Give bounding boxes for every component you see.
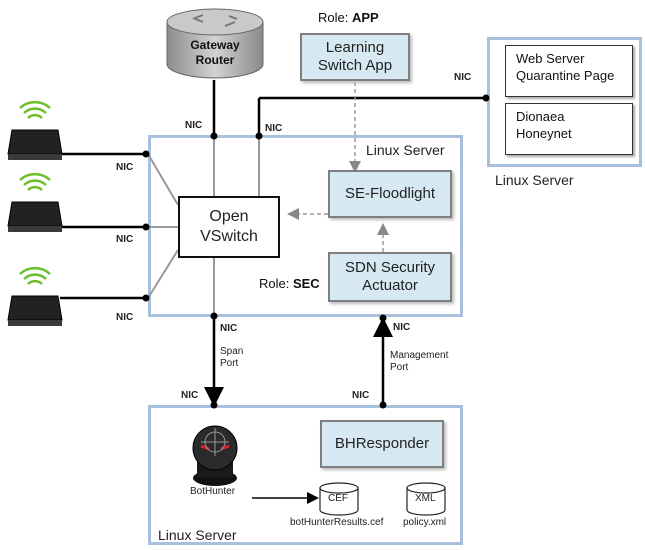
management-port-label: Management Port (390, 350, 449, 373)
nic-label: NIC (220, 323, 238, 334)
nic-label: NIC (116, 312, 134, 323)
cef-filename: botHunterResults.cef (290, 517, 384, 528)
cef-file-icon (319, 482, 359, 516)
nic-label: NIC (116, 234, 134, 245)
se-floodlight: SE-Floodlight (328, 170, 452, 218)
span-port-label: Span Port (220, 346, 244, 369)
app-role-label: Role: APP (318, 10, 379, 25)
nic-label: NIC (265, 123, 283, 134)
wireless-ap-icon (7, 172, 63, 232)
bothunter-label: BotHunter (190, 486, 236, 497)
nic-label: NIC (116, 162, 134, 173)
cef-label: CEF (328, 493, 348, 504)
bhresponder: BHResponder (320, 420, 444, 468)
right-server-title: Linux Server (495, 172, 574, 188)
nic-label: NIC (352, 390, 370, 401)
nic-label: NIC (181, 390, 199, 401)
xml-label: XML (415, 493, 436, 504)
sec-role-label: Role: SEC (259, 276, 320, 291)
wireless-ap-icon (7, 100, 63, 160)
nic-label: NIC (393, 322, 411, 333)
center-server-title: Linux Server (366, 142, 445, 158)
nic-label: NIC (454, 72, 472, 83)
bothunter-icon (192, 425, 238, 486)
bottom-server-title: Linux Server (158, 527, 237, 543)
xml-file-icon (406, 482, 446, 516)
nic-label: NIC (185, 120, 203, 131)
gateway-router-icon (166, 8, 264, 79)
wireless-ap-icon (7, 266, 63, 326)
xml-filename: policy.xml (403, 517, 447, 528)
